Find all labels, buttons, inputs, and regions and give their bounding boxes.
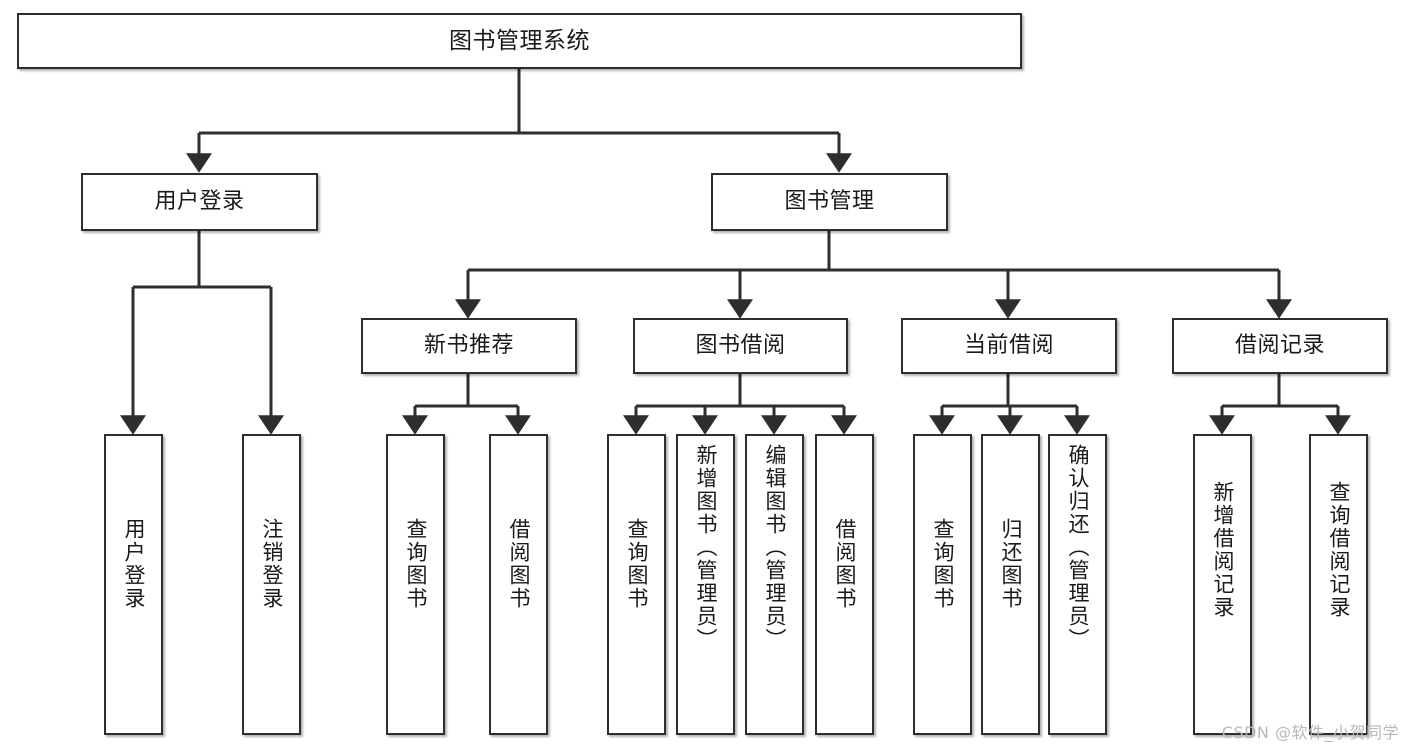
node-leaf-borrow-book-2[interactable]: 借阅图书	[815, 434, 874, 735]
node-user-login[interactable]: 用户登录	[81, 173, 318, 231]
node-leaf-borrow-book-2-label: 借阅图书	[833, 518, 857, 610]
node-leaf-user-login-label: 用户登录	[122, 518, 146, 610]
node-leaf-query-record-label: 查询借阅记录	[1327, 481, 1351, 619]
node-leaf-add-record[interactable]: 新增借阅记录	[1193, 434, 1252, 735]
node-leaf-query-book-3[interactable]: 查询图书	[913, 434, 972, 735]
node-current-borrow[interactable]: 当前借阅	[901, 318, 1117, 374]
node-leaf-confirm-return-label: 确认归还（管理员）	[1066, 444, 1090, 651]
node-leaf-query-book-3-label: 查询图书	[931, 518, 955, 610]
node-leaf-query-book-1[interactable]: 查询图书	[386, 434, 445, 735]
node-root-label: 图书管理系统	[449, 27, 590, 54]
node-leaf-query-book-1-label: 查询图书	[404, 518, 428, 610]
node-leaf-borrow-book-1[interactable]: 借阅图书	[489, 434, 548, 735]
node-leaf-user-login[interactable]: 用户登录	[104, 434, 163, 735]
node-leaf-add-book-label: 新增图书（管理员）	[694, 444, 718, 651]
node-leaf-return-book-label: 归还图书	[999, 518, 1023, 610]
node-leaf-edit-book[interactable]: 编辑图书（管理员）	[745, 434, 804, 735]
node-book-management[interactable]: 图书管理	[711, 173, 948, 231]
node-leaf-logout[interactable]: 注销登录	[242, 434, 301, 735]
node-new-book-recommend[interactable]: 新书推荐	[361, 318, 577, 374]
node-book-management-label: 图书管理	[784, 189, 875, 215]
node-leaf-edit-book-label: 编辑图书（管理员）	[763, 444, 787, 651]
node-root-system[interactable]: 图书管理系统	[17, 13, 1022, 69]
node-book-borrow-label: 图书借阅	[695, 333, 786, 359]
node-book-borrow[interactable]: 图书借阅	[633, 318, 848, 374]
node-leaf-confirm-return[interactable]: 确认归还（管理员）	[1048, 434, 1107, 735]
node-leaf-add-record-label: 新增借阅记录	[1211, 481, 1235, 619]
node-leaf-query-book-2[interactable]: 查询图书	[607, 434, 666, 735]
node-leaf-query-record[interactable]: 查询借阅记录	[1309, 434, 1368, 735]
node-borrow-record-label: 借阅记录	[1234, 333, 1325, 359]
node-leaf-borrow-book-1-label: 借阅图书	[507, 518, 531, 610]
csdn-watermark: CSDN @软件_小贺同学	[1221, 723, 1399, 742]
node-current-borrow-label: 当前借阅	[963, 333, 1054, 359]
node-user-login-label: 用户登录	[154, 189, 245, 215]
node-leaf-logout-label: 注销登录	[260, 518, 284, 610]
node-leaf-query-book-2-label: 查询图书	[625, 518, 649, 610]
node-leaf-return-book[interactable]: 归还图书	[981, 434, 1040, 735]
node-borrow-record[interactable]: 借阅记录	[1172, 318, 1388, 374]
node-leaf-add-book[interactable]: 新增图书（管理员）	[676, 434, 735, 735]
node-new-book-recommend-label: 新书推荐	[423, 333, 514, 359]
